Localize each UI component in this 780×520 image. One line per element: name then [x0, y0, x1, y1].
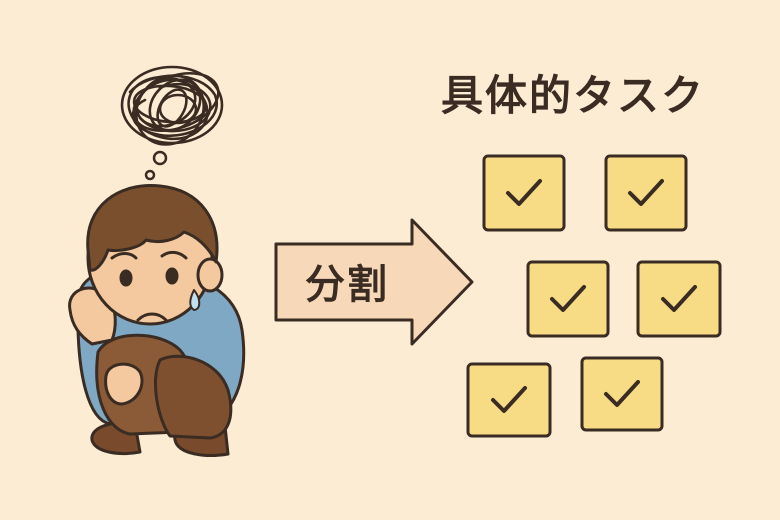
task-box [636, 260, 722, 338]
checkmark-icon [491, 386, 527, 413]
arrow-icon [274, 218, 474, 346]
task-box [482, 154, 566, 232]
checkmark-icon [506, 179, 542, 206]
task-box [466, 362, 552, 438]
page-title: 具体的タスク [440, 71, 705, 120]
task-box [526, 260, 610, 338]
worried-person-icon [68, 184, 246, 457]
checkmark-icon [550, 285, 586, 312]
checkmark-icon [628, 179, 664, 206]
task-box [604, 154, 688, 232]
tangled-thought-bubble-icon [120, 65, 224, 181]
arrow-label: 分割 [305, 262, 389, 308]
task-box [580, 356, 664, 432]
checkmark-icon [661, 285, 697, 312]
checkmark-icon [604, 380, 640, 407]
task-grid [466, 154, 722, 438]
